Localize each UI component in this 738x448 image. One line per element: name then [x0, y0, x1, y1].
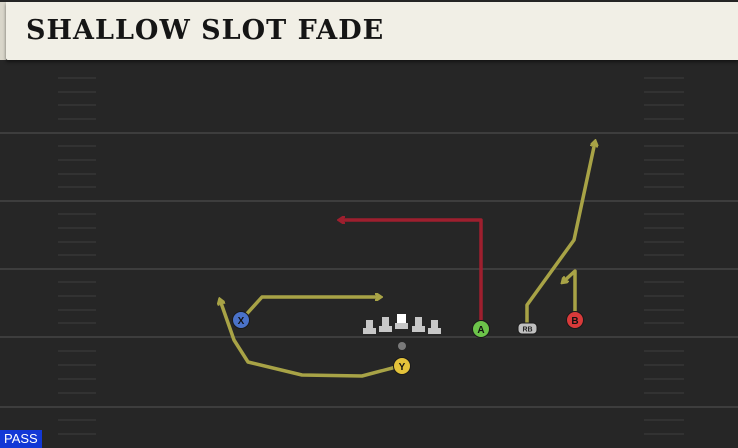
player-b[interactable]: B: [566, 311, 584, 329]
play-title: SHALLOW SLOT FADE: [26, 15, 385, 46]
title-bar: SHALLOW SLOT FADE: [6, 2, 738, 60]
route-x: [241, 297, 380, 320]
lineman-left-tackle: [363, 320, 376, 334]
player-a-label: A: [477, 325, 484, 336]
lineman-right-guard: [412, 317, 425, 332]
player-y[interactable]: Y: [393, 357, 411, 375]
route-rb: [525, 142, 595, 326]
hash-marks: [58, 77, 684, 435]
player-y-label: Y: [399, 362, 406, 373]
player-x[interactable]: X: [232, 311, 250, 329]
player-rb-label: RB: [522, 327, 532, 334]
player-rb[interactable]: RB: [517, 322, 538, 335]
play-type-badge: PASS: [0, 430, 42, 448]
lineman-right-tackle: [428, 320, 441, 334]
title-accent-strip: [0, 2, 6, 60]
route-b: [563, 269, 577, 315]
yard-lines: [0, 132, 738, 408]
route-y: [220, 300, 402, 378]
lineman-left-guard: [379, 317, 392, 332]
route-a: [340, 220, 483, 324]
quarterback-marker: [398, 342, 406, 350]
player-x-label: X: [238, 316, 245, 327]
center: [395, 314, 408, 329]
offensive-line: [363, 314, 441, 334]
player-a[interactable]: A: [472, 320, 490, 338]
player-b-label: B: [571, 316, 578, 327]
